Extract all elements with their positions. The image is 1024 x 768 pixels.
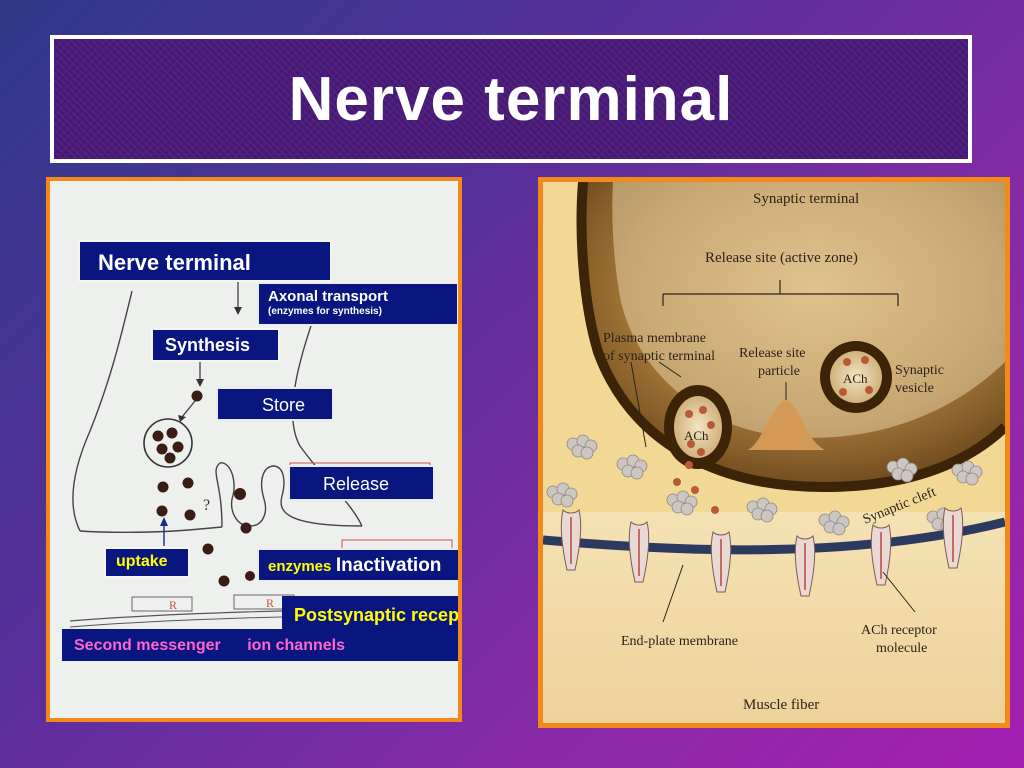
right-diagram-panel: Synaptic terminal Release site (active z…: [538, 177, 1010, 728]
end-plate-membrane-label: End-plate membrane: [621, 634, 738, 649]
enzymes-text: enzymes: [268, 558, 332, 575]
release-particle-label-2: particle: [758, 364, 800, 379]
ach-right-label: ACh: [843, 371, 868, 386]
synthesis-label: Synthesis: [151, 328, 280, 362]
second-messenger-text: Second messenger: [74, 637, 221, 654]
ach-receptor-label-2: molecule: [876, 641, 927, 656]
page-title: Nerve terminal: [288, 64, 734, 134]
receptor-r2-mark: R: [266, 596, 275, 610]
synaptic-terminal-label: Synaptic terminal: [753, 191, 859, 207]
plasma-membrane-label-1: Plasma membrane: [603, 331, 706, 346]
store-text: Store: [262, 395, 306, 415]
synapse-illustration: Synaptic terminal Release site (active z…: [543, 182, 1005, 723]
inactivation-text: Inactivation: [335, 555, 442, 576]
plasma-membrane-label-2: of synaptic terminal: [603, 349, 715, 364]
question-mark: ?: [203, 497, 211, 514]
axonal-transport-text: Axonal transport: [268, 288, 389, 305]
ion-channels-text: ion channels: [247, 637, 345, 654]
synaptic-vesicle-label-1: Synaptic: [895, 363, 944, 378]
left-diagram-panel: ? R R Nerve terminal Axonal transport (e…: [46, 177, 462, 722]
store-label: Store: [216, 387, 334, 421]
nerve-terminal-text: Nerve terminal: [98, 250, 251, 275]
inactivation-label: enzymes Inactivation: [257, 548, 458, 582]
release-label: Release: [288, 465, 435, 501]
muscle-fiber-label: Muscle fiber: [743, 697, 819, 713]
postsynaptic-receptors-text: Postsynaptic receptors: [294, 605, 460, 625]
title-banner: Nerve terminal: [50, 35, 972, 163]
ach-left-label: ACh: [684, 428, 709, 443]
release-site-label: Release site (active zone): [705, 250, 858, 266]
uptake-text: uptake: [116, 553, 168, 570]
ach-receptor-label-1: ACh receptor: [861, 623, 937, 638]
synthesis-text: Synthesis: [165, 335, 251, 355]
axonal-transport-label: Axonal transport (enzymes for synthesis): [257, 282, 458, 326]
postsynaptic-receptors-label: Postsynaptic receptors: [282, 596, 460, 632]
synaptic-vesicle-label-2: vesicle: [895, 381, 934, 396]
release-text: Release: [323, 474, 390, 494]
receptor-r1-mark: R: [169, 598, 178, 612]
release-particle-label-1: Release site: [739, 346, 805, 361]
second-messenger-label: Second messenger ion channels: [62, 629, 458, 661]
uptake-label: uptake: [104, 547, 190, 578]
axonal-transport-subtext: (enzymes for synthesis): [268, 306, 382, 317]
nerve-terminal-label: Nerve terminal: [78, 240, 332, 282]
